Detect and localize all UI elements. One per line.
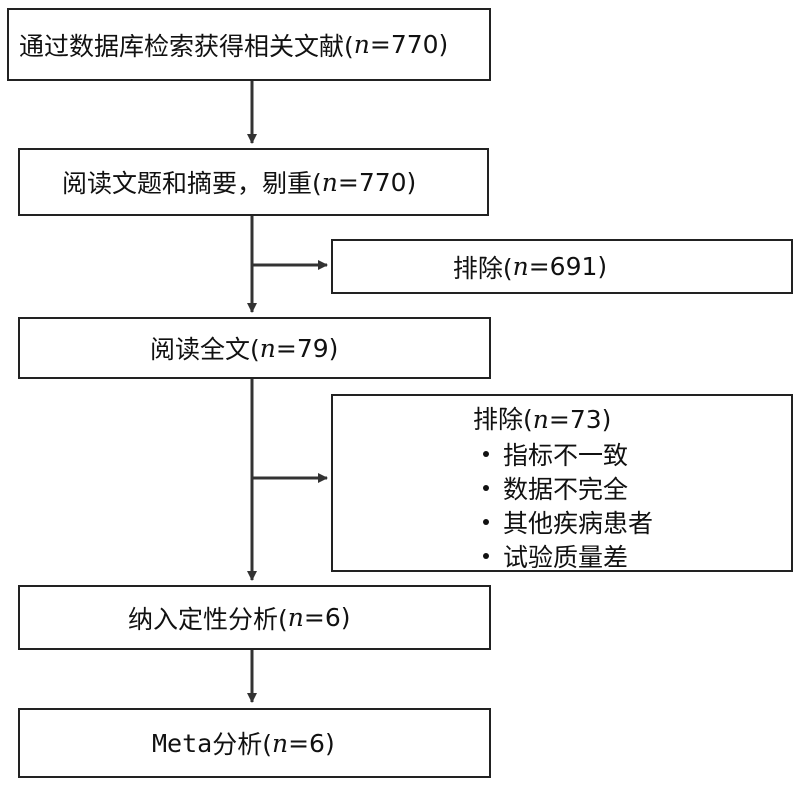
- qualitative-box: 纳入定性分析(n=6): [18, 585, 491, 650]
- fulltext-n: n: [259, 333, 276, 363]
- bullet-icon: [483, 519, 489, 525]
- exclude1-n: n: [512, 252, 529, 281]
- qualitative-n: n: [287, 603, 304, 632]
- qualitative-prefix: 纳入定性分析(: [128, 604, 288, 634]
- meta-latin: Meta: [152, 728, 213, 758]
- bullet-icon: [483, 485, 489, 491]
- screen-box: 阅读文题和摘要，剔重(n=770): [18, 148, 489, 216]
- exclusion-reason: 试验质量差: [483, 538, 628, 574]
- exclude2-heading: 排除(n=73): [473, 400, 611, 436]
- fulltext-prefix: 阅读全文(: [150, 335, 260, 364]
- search-prefix: 通过数据库检索获得相关文献(: [19, 31, 354, 61]
- search-suffix: =770): [369, 30, 449, 59]
- exclude1-box: 排除(n=691): [331, 239, 793, 294]
- exclusion-reason: 其他疾病患者: [483, 504, 653, 540]
- search-n: n: [353, 30, 370, 59]
- screen-suffix: =770): [337, 167, 417, 197]
- fulltext-box: 阅读全文(n=79): [18, 317, 491, 379]
- qualitative-suffix: =6): [303, 603, 351, 632]
- screen-prefix: 阅读文题和摘要，剔重(: [62, 169, 322, 198]
- meta-prefix: 分析(: [212, 730, 272, 759]
- meta-suffix: =6): [288, 728, 335, 758]
- fulltext-suffix: =79): [275, 333, 339, 363]
- exclude2-box: 排除(n=73) 指标不一致 数据不完全 其他疾病患者 试验质量差: [331, 394, 793, 572]
- exclude2-prefix: 排除(: [473, 405, 533, 434]
- exclude2-suffix: =73): [548, 405, 612, 434]
- exclude1-prefix: 排除(: [452, 253, 513, 283]
- exclusion-reason: 指标不一致: [483, 436, 628, 472]
- search-box: 通过数据库检索获得相关文献(n=770): [7, 8, 491, 81]
- exclusion-reason: 数据不完全: [483, 470, 628, 506]
- bullet-icon: [483, 451, 489, 457]
- bullet-icon: [483, 553, 489, 559]
- screen-n: n: [321, 167, 338, 197]
- exclude1-suffix: =691): [528, 252, 608, 281]
- exclude2-n: n: [532, 405, 549, 434]
- meta-n: n: [271, 728, 289, 758]
